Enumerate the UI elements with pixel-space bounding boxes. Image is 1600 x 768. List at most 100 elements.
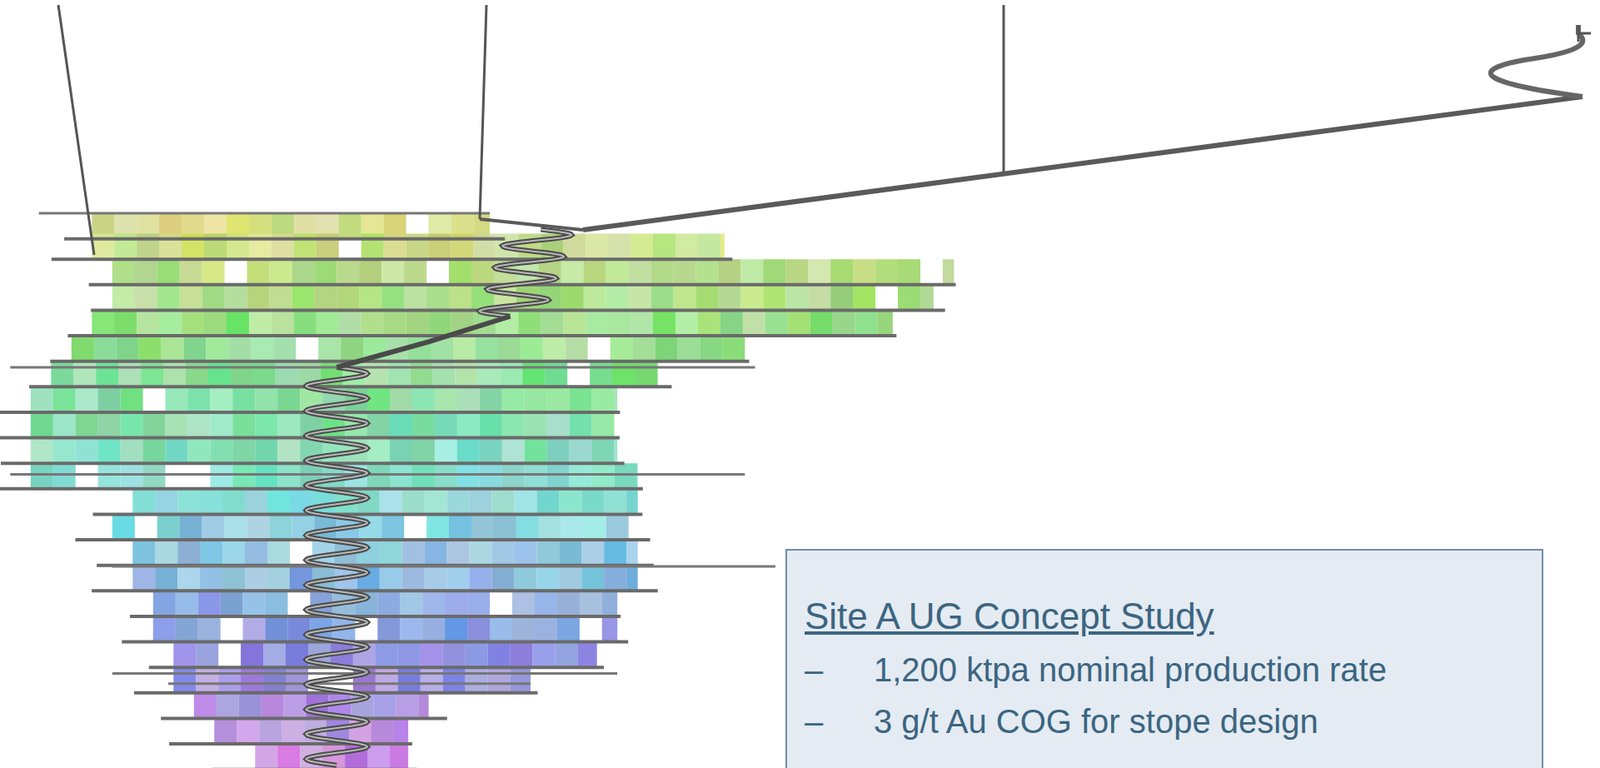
- stope-block: [522, 361, 545, 389]
- stope-block: [195, 642, 219, 669]
- stope-block: [377, 616, 400, 643]
- stope-block: [488, 642, 511, 669]
- stope-block: [202, 259, 225, 286]
- stope-block: [254, 743, 278, 768]
- stope-block: [75, 438, 99, 465]
- stope-block: [275, 361, 299, 389]
- stope-block: [244, 565, 268, 593]
- stope-block: [226, 309, 250, 337]
- stope-block: [554, 642, 578, 669]
- level-drive: [67, 333, 897, 338]
- stope-block: [389, 743, 409, 768]
- stope-block: [610, 335, 634, 363]
- stope-block: [577, 642, 597, 669]
- stope-block: [375, 642, 399, 669]
- stope-block: [471, 513, 494, 541]
- stope-block: [742, 309, 766, 337]
- stope-block: [502, 412, 525, 439]
- stope-block: [489, 616, 513, 643]
- stope-block: [338, 309, 362, 337]
- stope-block: [388, 361, 411, 389]
- stope-block: [434, 438, 458, 465]
- stope-block: [558, 539, 582, 567]
- stope-block: [112, 284, 135, 312]
- stope-block: [271, 309, 295, 337]
- stope-block: [195, 667, 219, 694]
- stope-block: [177, 539, 200, 567]
- stope-block: [254, 463, 278, 490]
- stope-block: [499, 361, 523, 389]
- stope-block: [740, 259, 763, 286]
- stope-block: [398, 642, 421, 669]
- stope-block: [367, 743, 390, 768]
- stope-block: [536, 539, 559, 567]
- stope-block: [389, 386, 413, 414]
- stope-block: [502, 438, 525, 465]
- stope-block: [603, 565, 627, 593]
- stope-block: [184, 335, 207, 363]
- level-drive: [51, 257, 733, 261]
- stope-block: [652, 309, 676, 337]
- stope-block: [422, 590, 445, 618]
- decline-ramp: [479, 229, 573, 317]
- stope-block: [379, 565, 403, 593]
- stope-block: [209, 438, 233, 465]
- stope-block: [583, 513, 607, 541]
- stope-block: [467, 616, 490, 643]
- stope-block: [249, 309, 272, 337]
- stope-block: [403, 284, 427, 312]
- stope-block: [785, 259, 808, 286]
- stope-block: [447, 539, 470, 567]
- stope-block: [179, 259, 203, 286]
- stope-block: [592, 438, 615, 465]
- stope-block: [524, 386, 548, 414]
- stope-block: [153, 616, 176, 643]
- stope-block: [428, 309, 452, 337]
- bullet-text: 3 g/t Au COG for stope design: [873, 702, 1319, 741]
- stope-block: [412, 386, 435, 414]
- stope-block: [603, 488, 627, 516]
- bullet-row: –1,200 ktpa nominal production rate: [804, 650, 1526, 689]
- stope-block: [536, 488, 559, 516]
- stope-block: [358, 259, 382, 286]
- stope-block: [602, 590, 618, 618]
- stope-block: [53, 412, 76, 439]
- stope-block: [224, 284, 248, 312]
- stope-block: [120, 412, 144, 439]
- stope-block: [269, 259, 292, 286]
- stope-block: [434, 463, 458, 490]
- stope-block: [120, 386, 144, 414]
- stope-block: [165, 386, 189, 414]
- stope-block: [199, 539, 223, 567]
- stope-block: [165, 438, 189, 465]
- stope-block: [852, 284, 876, 312]
- stope-block: [224, 513, 248, 541]
- stope-block: [250, 335, 274, 363]
- stope-block: [136, 309, 160, 337]
- stope-block: [426, 284, 449, 312]
- stope-block: [284, 692, 307, 720]
- stope-block: [263, 667, 286, 694]
- stope-block: [469, 565, 493, 593]
- stope-block: [592, 412, 615, 439]
- stope-block: [585, 309, 609, 337]
- stope-block: [652, 234, 676, 261]
- stope-block: [420, 642, 444, 669]
- stope-block: [402, 565, 425, 593]
- stope-block: [512, 616, 535, 643]
- stope-block: [547, 386, 570, 414]
- stope-block: [855, 309, 878, 337]
- stope-block: [696, 259, 719, 286]
- stope-block: [377, 590, 400, 618]
- stope-block: [209, 412, 233, 439]
- stope-block: [673, 284, 697, 312]
- stope-block: [512, 590, 535, 618]
- stope-block: [273, 335, 296, 363]
- stope-block: [457, 386, 480, 414]
- stope-block: [655, 335, 678, 363]
- stope-block: [513, 488, 537, 516]
- stope-block: [479, 438, 503, 465]
- stope-block: [202, 513, 225, 541]
- stope-block: [173, 667, 196, 694]
- stope-block: [510, 642, 534, 669]
